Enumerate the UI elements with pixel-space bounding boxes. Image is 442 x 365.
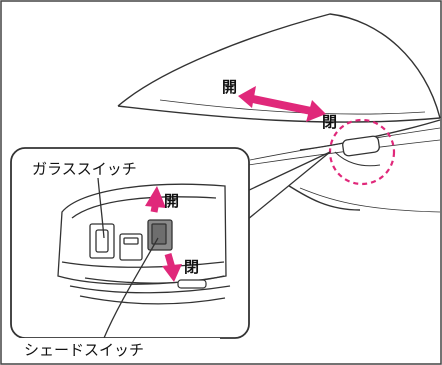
switch-open-arrow [145, 186, 166, 213]
roof-panel [117, 13, 441, 213]
switch-open-label: 開 [164, 192, 179, 210]
roof-open-close-arrow [238, 86, 326, 122]
roof-open-label: 開 [222, 78, 237, 96]
glass-switch-leader [97, 177, 105, 239]
glass-switch-label: ガラススイッチ [32, 160, 137, 178]
map-lamp [177, 279, 207, 289]
switch-close-label: 閉 [184, 258, 199, 276]
roof-switch [342, 135, 380, 157]
shade-switch [147, 219, 173, 251]
shade-label-bg [20, 338, 220, 360]
center-switch [119, 233, 143, 261]
roof-close-label: 閉 [322, 113, 337, 131]
shade-switch-label: シェードスイッチ [24, 341, 144, 359]
glass-switch [89, 223, 115, 259]
callout-pointer-cover [226, 198, 236, 228]
switch-close-arrow [162, 253, 182, 282]
shade-switch-leader [103, 237, 159, 339]
